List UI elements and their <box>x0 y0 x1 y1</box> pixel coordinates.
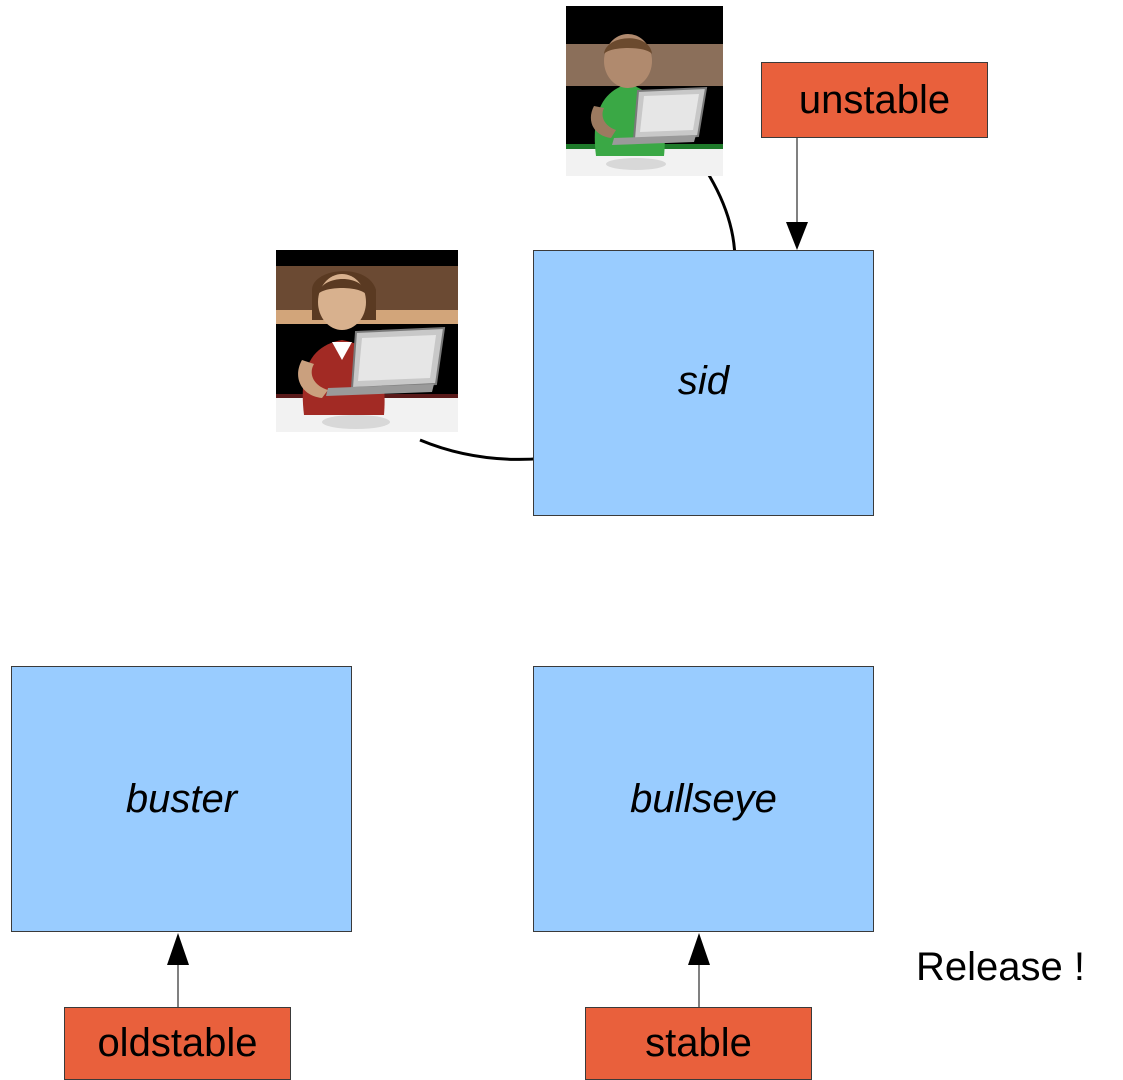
arrow-oldstable-to-buster <box>167 933 189 1007</box>
distribution-name: bullseye <box>630 776 777 821</box>
distribution-name: sid <box>677 358 730 403</box>
distribution-box-bullseye: bullseye <box>533 666 874 932</box>
developer-with-laptop-icon <box>276 250 458 432</box>
distribution-box-buster: buster <box>11 666 352 932</box>
distribution-box-sid: sid <box>533 250 874 516</box>
suite-name: unstable <box>798 77 951 122</box>
developer-with-laptop-icon <box>566 6 723 176</box>
suite-name: oldstable <box>97 1021 258 1065</box>
arrow-stable-to-bullseye <box>688 933 710 1007</box>
suite-label-stable: stable <box>585 1007 812 1080</box>
suite-name: stable <box>645 1021 752 1065</box>
arrow-unstable-to-sid <box>786 137 808 250</box>
suite-label-oldstable: oldstable <box>64 1007 291 1080</box>
suite-label-unstable: unstable <box>761 62 988 138</box>
distribution-name: buster <box>125 776 238 821</box>
release-text: Release ! <box>916 945 1085 989</box>
